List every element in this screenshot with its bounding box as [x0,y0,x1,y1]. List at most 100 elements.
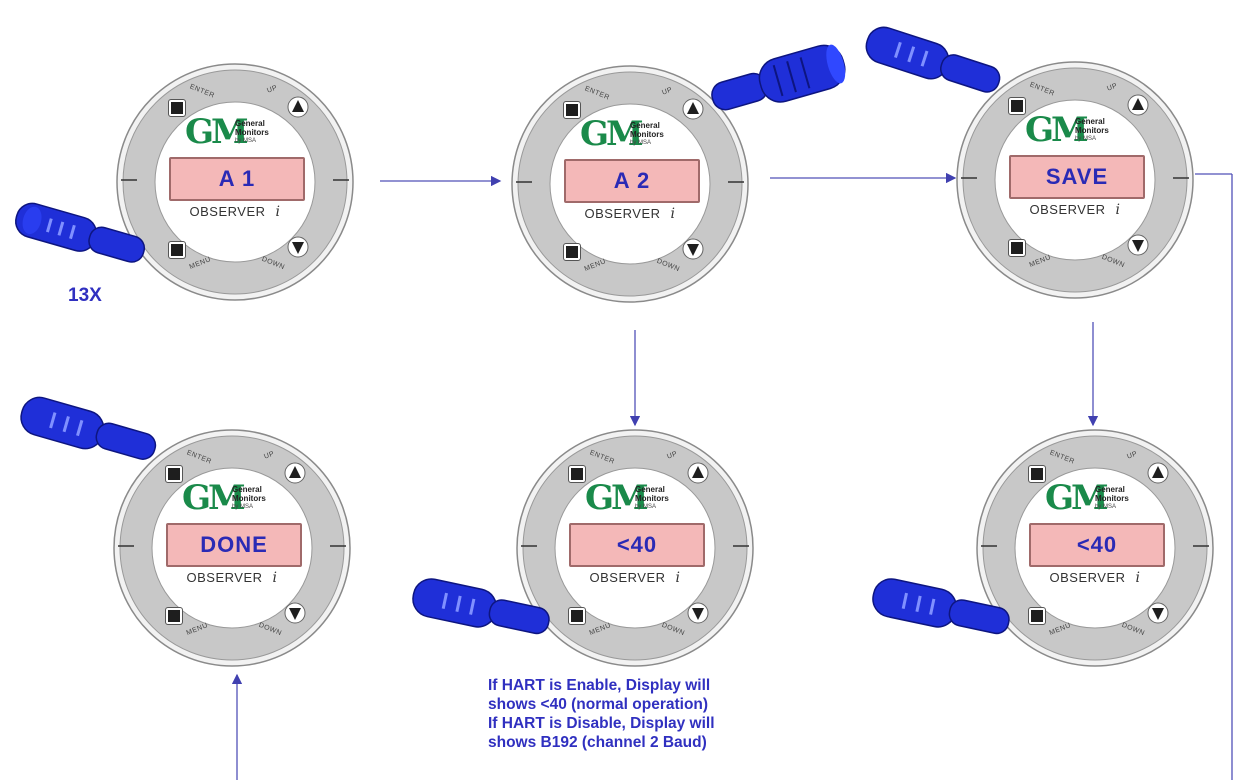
menu-key[interactable] [1008,239,1026,257]
lcd-display: DONE [166,523,302,567]
repeat-count-label: 13X [68,285,102,306]
product-name: OBSERVER [1049,570,1126,585]
magnet-on-menu-d5 [412,578,550,635]
down-arrow-icon[interactable] [682,238,704,260]
brand-line: Monitors [635,494,669,503]
info-mark: i [1115,202,1121,218]
menu-key[interactable] [1028,607,1046,625]
brand-name: General Monitors by MSA [635,485,669,512]
product-label: OBSERVER i [575,570,695,586]
product-name: OBSERVER [1029,202,1106,217]
gm-logo: GM General Monitors by MSA [182,478,292,518]
gm-logo-mark: GM [1045,478,1109,518]
lcd-display: A 1 [169,157,305,201]
note-line: shows B192 (channel 2 Baud) [488,734,707,751]
brand-line: General [232,485,262,494]
product-label: OBSERVER i [1015,202,1135,218]
product-name: OBSERVER [186,570,263,585]
gm-logo: GM General Monitors by MSA [1025,110,1135,150]
note-line: If HART is Disable, Display will [488,715,715,732]
enter-key[interactable] [563,101,581,119]
gm-logo-mark: GM [182,478,246,518]
gm-logo-mark: GM [580,114,644,154]
brand-line: General [1075,117,1105,126]
brand-line: General [235,119,265,128]
brand-name: General Monitors by MSA [232,485,266,512]
hart-note: If HART is Enable, Display will shows <4… [488,676,848,752]
brand-by: by MSA [1075,136,1097,142]
up-arrow-icon[interactable] [287,96,309,118]
down-arrow-icon[interactable] [1127,234,1149,256]
magnet-on-enter-d4 [20,396,157,460]
enter-key[interactable] [165,465,183,483]
brand-line: Monitors [235,128,269,137]
product-name: OBSERVER [589,570,666,585]
brand-by: by MSA [1095,504,1117,510]
device-save: GM General Monitors by MSA SAVE OBSERVER… [955,60,1195,300]
brand-line: General [630,121,660,130]
gm-logo-mark: GM [585,478,649,518]
brand-line: Monitors [1075,126,1109,135]
menu-key[interactable] [563,243,581,261]
device-a1: GM General Monitors by MSA A 1 OBSERVER i… [115,62,355,302]
product-label: OBSERVER i [1035,570,1155,586]
gm-logo-mark: GM [1025,110,1089,150]
brand-name: General Monitors by MSA [630,121,664,148]
lcd-display: <40 [1029,523,1165,567]
brand-by: by MSA [232,504,254,510]
magnet-on-menu-d1 [15,202,146,263]
brand-line: General [635,485,665,494]
gm-logo: GM General Monitors by MSA [1045,478,1155,518]
info-mark: i [275,204,281,220]
gm-logo: GM General Monitors by MSA [585,478,695,518]
menu-key[interactable] [165,607,183,625]
gm-logo: GM General Monitors by MSA [185,112,295,152]
down-arrow-icon[interactable] [687,602,709,624]
brand-by: by MSA [235,138,257,144]
product-label: OBSERVER i [175,204,295,220]
magnet-on-up-d2 [711,44,846,111]
up-arrow-icon[interactable] [1147,462,1169,484]
up-arrow-icon[interactable] [682,98,704,120]
info-mark: i [670,206,676,222]
brand-name: General Monitors by MSA [1095,485,1129,512]
down-arrow-icon[interactable] [1147,602,1169,624]
gm-logo-mark: GM [185,112,249,152]
info-mark: i [272,570,278,586]
enter-key[interactable] [568,465,586,483]
product-label: OBSERVER i [172,570,292,586]
brand-line: Monitors [1095,494,1129,503]
brand-line: Monitors [630,130,664,139]
up-arrow-icon[interactable] [284,462,306,484]
up-arrow-icon[interactable] [687,462,709,484]
enter-key[interactable] [1008,97,1026,115]
product-name: OBSERVER [584,206,661,221]
enter-key[interactable] [1028,465,1046,483]
lcd-display: A 2 [564,159,700,203]
device-lt40-right: GM General Monitors by MSA <40 OBSERVER i… [975,428,1215,668]
info-mark: i [675,570,681,586]
up-arrow-icon[interactable] [1127,94,1149,116]
magnet-on-enter-d3 [865,26,1001,93]
device-done: GM General Monitors by MSA DONE OBSERVER… [112,428,352,668]
down-arrow-icon[interactable] [284,602,306,624]
product-name: OBSERVER [189,204,266,219]
magnet-on-menu-d6 [872,578,1010,635]
brand-name: General Monitors by MSA [235,119,269,146]
lcd-display: SAVE [1009,155,1145,199]
brand-name: General Monitors by MSA [1075,117,1109,144]
brand-by: by MSA [635,504,657,510]
enter-key[interactable] [168,99,186,117]
lcd-display: <40 [569,523,705,567]
info-mark: i [1135,570,1141,586]
menu-key[interactable] [568,607,586,625]
menu-key[interactable] [168,241,186,259]
note-line: If HART is Enable, Display will [488,677,711,694]
note-line: shows <40 (normal operation) [488,696,709,713]
down-arrow-icon[interactable] [287,236,309,258]
gm-logo: GM General Monitors by MSA [580,114,690,154]
product-label: OBSERVER i [570,206,690,222]
device-a2: GM General Monitors by MSA A 2 OBSERVER i… [510,64,750,304]
brand-line: Monitors [232,494,266,503]
